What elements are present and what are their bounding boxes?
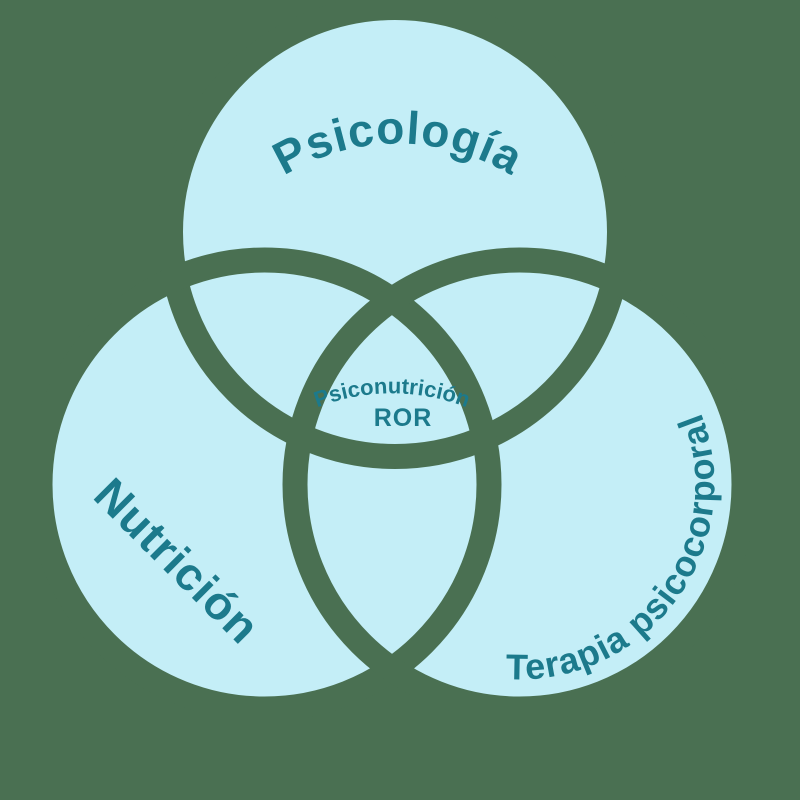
label-ror: ROR [374, 404, 433, 432]
circle-psicologia-outline [158, 0, 632, 469]
circle-terapia-fill [306, 271, 733, 698]
circle-nutricion-outline [27, 247, 502, 722]
circle-terapia-outline [282, 247, 757, 722]
